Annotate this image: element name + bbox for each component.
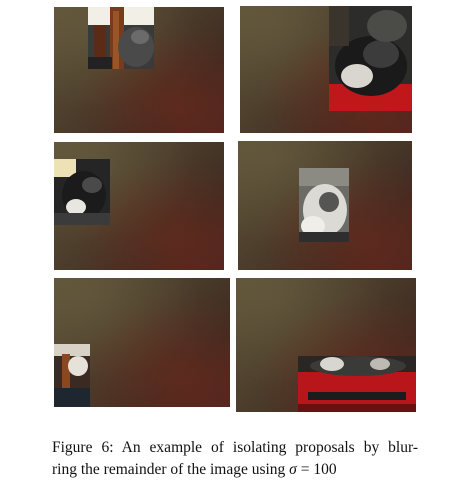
caption-line-1: Figure 6: An example of isolating propos… [52, 439, 418, 456]
proposal-crop-4 [299, 168, 349, 242]
figure-panel-3 [54, 142, 224, 270]
caption-sigma-value: = 100 [296, 461, 337, 478]
proposal-crop-5 [54, 344, 90, 407]
sigma-symbol: σ [289, 461, 297, 478]
figure-panel-4 [238, 141, 412, 270]
figure-panel-5 [54, 278, 230, 407]
figure-caption: Figure 6: An example of isolating propos… [52, 437, 418, 481]
proposal-crop-1 [88, 7, 154, 69]
caption-line-2-text: ring the remainder of the image using [52, 461, 290, 478]
proposal-crop-6 [298, 356, 416, 412]
proposal-crop-2 [329, 6, 412, 111]
figure-panel-6 [236, 278, 416, 412]
caption-line-2: ring the remainder of the image using σ … [52, 459, 418, 481]
proposal-crop-3 [54, 159, 110, 225]
figure-panel-1 [54, 7, 224, 133]
figure-panel-2 [240, 6, 412, 133]
